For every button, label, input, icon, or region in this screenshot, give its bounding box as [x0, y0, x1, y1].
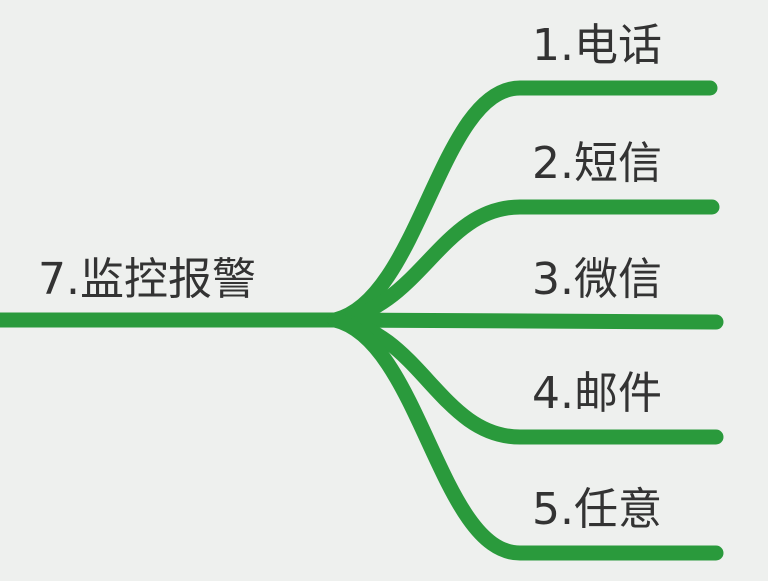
branch-line-5	[327, 312, 724, 561]
branch-label-4: 4.邮件	[532, 368, 662, 419]
branch-label-2: 2.短信	[532, 138, 662, 189]
branch-line-2	[327, 199, 720, 328]
branch-line-1	[327, 80, 718, 328]
branch-line-3	[327, 312, 724, 330]
root-label: 7.监控报警	[38, 254, 256, 305]
branch-label-5: 5.任意	[532, 484, 662, 535]
branch-label-3: 3.微信	[532, 254, 662, 305]
branch-label-1: 1.电话	[532, 20, 662, 71]
